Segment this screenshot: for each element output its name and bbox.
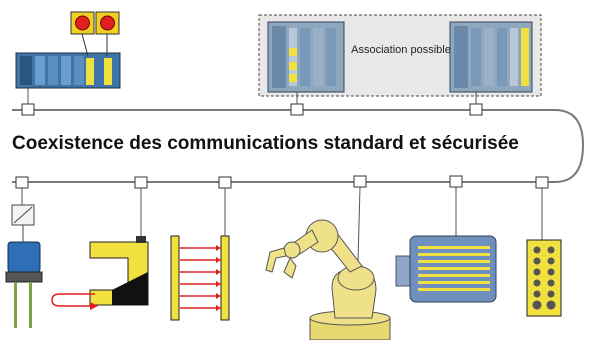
- bus-node: [15, 176, 29, 189]
- robot-arm-icon: [265, 219, 391, 340]
- bus-node: [21, 103, 35, 116]
- light-barrier-icon: [51, 236, 149, 310]
- association-label: Association possible: [351, 44, 451, 56]
- plc-rack-icon: [449, 21, 533, 93]
- io-module-icon: [526, 239, 562, 317]
- plc-rack-icon: [267, 21, 345, 93]
- motor-starter-icon: [5, 204, 43, 328]
- bus-node: [469, 103, 483, 116]
- plc-rack-icon: [15, 52, 121, 89]
- light-curtain-icon: [170, 235, 230, 321]
- bus-node: [449, 175, 463, 188]
- bus-node: [290, 103, 304, 116]
- bus-loop: [12, 109, 585, 183]
- motor-icon: [395, 235, 497, 303]
- bus-node: [535, 176, 549, 189]
- bus-node: [218, 176, 232, 189]
- bus-node: [134, 176, 148, 189]
- bus-node: [353, 175, 367, 188]
- diagram-title: Coexistence des communications standard …: [12, 133, 519, 154]
- emergency-stop-icon: [70, 11, 120, 57]
